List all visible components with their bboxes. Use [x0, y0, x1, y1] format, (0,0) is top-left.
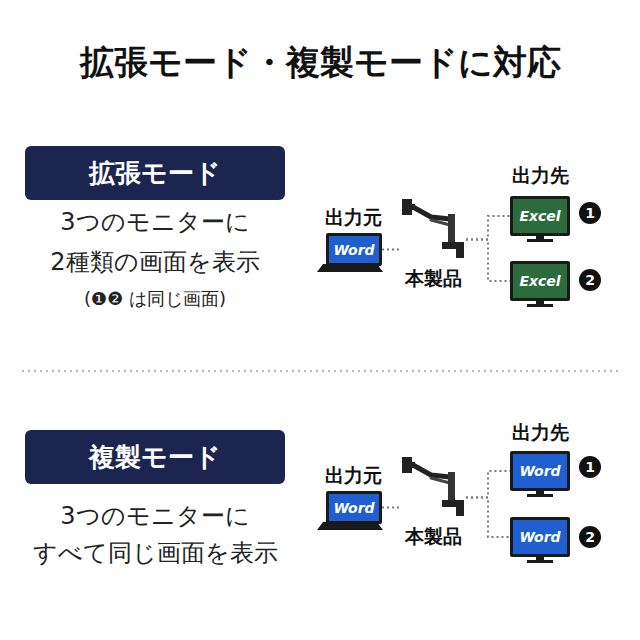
dotted-connector: [466, 471, 510, 498]
dotted-connector: [382, 507, 400, 509]
mode-title: 拡張モード: [89, 156, 221, 191]
callout-number: 1: [579, 456, 601, 478]
output-heading: 出力先: [495, 163, 585, 189]
monitor-screen: Excel: [510, 261, 570, 301]
monitor-screen: Word: [510, 451, 570, 491]
monitor-arm: 本製品: [400, 196, 466, 260]
callout-number: 1: [579, 202, 601, 224]
output-heading: 出力先: [495, 420, 585, 446]
dotted-connector: [466, 240, 510, 281]
screen-app-name: Word: [519, 463, 560, 479]
source-heading: 出力元: [313, 463, 393, 489]
screen-app-name: Word: [519, 529, 560, 545]
monitor-stand: [510, 488, 570, 500]
dotted-connector: [466, 498, 510, 537]
section-divider: [22, 370, 618, 372]
dotted-connector: [382, 249, 400, 251]
note: (❶❷ は同じ画面): [25, 287, 285, 311]
screen-app-name: Word: [333, 500, 374, 516]
laptop-source: 出力元Word: [326, 491, 382, 524]
callout-number: 2: [579, 526, 601, 548]
monitor-screen: Word: [510, 517, 570, 557]
laptop-base: [317, 521, 383, 531]
monitor-stand: [510, 298, 570, 310]
screen-app-name: Word: [333, 242, 374, 258]
monitor-screen: Excel: [510, 196, 570, 236]
monitor-stand: [510, 554, 570, 566]
product-label: 本製品: [386, 524, 480, 550]
title: 拡張モード・複製モードに対応: [0, 40, 640, 86]
screen-app-name: Excel: [519, 273, 560, 289]
description: 3つのモニターに 2種類の画面を表示: [25, 202, 285, 282]
mode-badge: 複製モード: [25, 430, 285, 484]
monitor-stand: [510, 233, 570, 245]
screen-app-name: Excel: [519, 208, 560, 224]
callout-number: 2: [579, 269, 601, 291]
mode-badge: 拡張モード: [25, 146, 285, 200]
dotted-connector: [466, 216, 510, 240]
laptop-base: [317, 263, 383, 273]
monitor-arm-illustration: [400, 454, 466, 518]
monitor-arm-illustration: [400, 196, 466, 260]
laptop-source: 出力元Word: [326, 233, 382, 266]
description: 3つのモニターに すべて同じ画面を表示: [10, 498, 300, 572]
monitor-arm: 本製品: [400, 454, 466, 518]
product-label: 本製品: [386, 266, 480, 292]
source-heading: 出力元: [313, 205, 393, 231]
mode-title: 複製モード: [89, 440, 221, 475]
